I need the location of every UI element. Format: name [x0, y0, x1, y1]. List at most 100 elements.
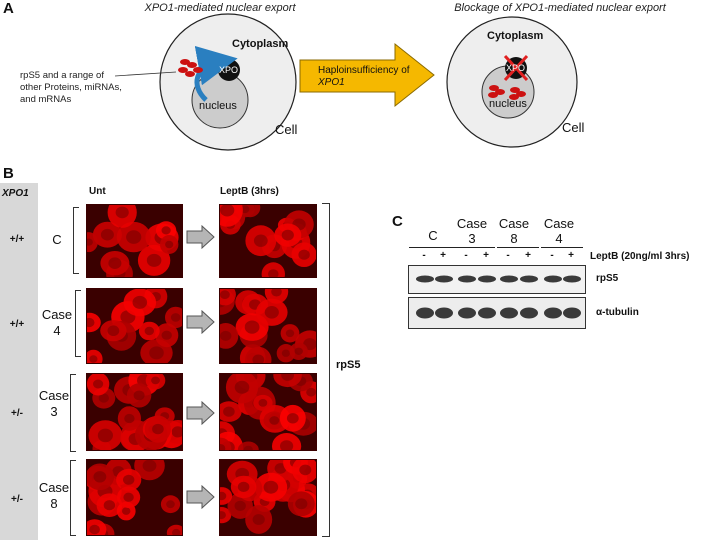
export-arrow — [194, 45, 238, 102]
blot-band — [458, 307, 476, 319]
panel-b-sidebar — [0, 183, 38, 540]
panel-a-left-title: XPO1-mediated nuclear export — [144, 2, 296, 14]
blot-band — [435, 307, 453, 319]
micrograph-r1-treated — [219, 204, 317, 278]
blot-band — [478, 307, 496, 319]
sign-8: + — [568, 250, 574, 261]
cells-svg — [220, 460, 316, 535]
row-1-bracket — [73, 207, 79, 274]
panel-c-letter: C — [392, 213, 403, 230]
group-line-case3 — [453, 247, 495, 248]
cells-svg — [220, 374, 316, 450]
blot-band — [500, 275, 518, 283]
row-1-sample: C — [52, 232, 62, 247]
group-line-case4 — [541, 247, 583, 248]
right-cytoplasm-label: Cytoplasm — [487, 30, 544, 42]
right-nucleus-label: nucleus — [489, 98, 527, 110]
row-4-bracket — [70, 460, 76, 536]
right-cell-label: Cell — [562, 120, 585, 135]
row-3-arrow — [186, 401, 215, 425]
blot-band — [520, 307, 538, 319]
micrograph-r3-treated — [219, 373, 317, 451]
blot-band — [478, 275, 496, 283]
blot-band — [563, 275, 581, 283]
blot-band — [458, 275, 476, 283]
blot-band — [416, 275, 434, 283]
sign-4: + — [483, 250, 489, 261]
left-cytoplasm-label: Cytoplasm — [232, 38, 289, 50]
cells-svg — [220, 205, 316, 277]
group-label-case4: Case 4 — [543, 216, 575, 246]
sign-6: + — [525, 250, 531, 261]
panel-a-right-title: Blockage of XPO1-mediated nuclear export — [454, 2, 666, 14]
blot-rps5 — [408, 265, 586, 294]
group-label-case3: Case 3 — [456, 216, 488, 246]
row-2-sample: Case 4 — [41, 307, 73, 338]
micrograph-r2-treated — [219, 288, 317, 364]
group-line-c — [409, 247, 453, 248]
rps5-bracket — [322, 203, 330, 537]
blot-tubulin-label: α-tubulin — [596, 307, 639, 318]
panel-b-letter: B — [3, 165, 14, 182]
block-x-line-2 — [503, 54, 529, 82]
row-2-arrow — [186, 310, 215, 334]
cargo-label-line-2: other Proteins, miRNAs, — [20, 82, 122, 93]
cells-svg — [87, 460, 182, 535]
gene-header: XPO1 — [2, 188, 29, 199]
row-4-genotype: +/- — [11, 494, 23, 505]
sign-1: - — [422, 250, 426, 261]
micrograph-r4-treated — [219, 459, 317, 536]
blot-band — [435, 275, 453, 283]
blot-band — [520, 275, 538, 283]
cells-svg — [87, 374, 182, 450]
row-1-arrow — [186, 225, 215, 249]
left-cell-label: Cell — [275, 122, 298, 137]
right-cargo-group — [488, 85, 526, 100]
blot-tubulin — [408, 297, 586, 329]
arrow-text-line-2: XPO1 — [318, 77, 345, 88]
blot-band — [500, 307, 518, 319]
row-4-sample: Case 8 — [38, 480, 70, 511]
row-4-arrow — [186, 485, 215, 509]
cargo-label: rpS5 and a range of other Proteins, miRN… — [20, 70, 140, 106]
micrograph-r4-untreated — [86, 459, 183, 536]
haploinsufficiency-arrow — [299, 42, 435, 108]
tubulin-bands-svg — [416, 307, 581, 319]
treatment-label: LeptB (20ng/ml 3hrs) — [590, 251, 690, 262]
cargo-label-line-3: and mRNAs — [20, 94, 72, 105]
group-line-case8 — [497, 247, 539, 248]
cargo-leader-line — [114, 71, 177, 77]
cells-svg — [87, 205, 182, 277]
blot-rps5-label: rpS5 — [596, 273, 619, 284]
col-untreated-header: Unt — [89, 186, 106, 197]
sign-7: - — [550, 250, 554, 261]
blot-band — [416, 307, 434, 319]
cells-svg — [87, 289, 182, 363]
group-label-c: C — [428, 228, 438, 243]
row-1-genotype: +/+ — [9, 234, 25, 245]
left-cargo-group — [178, 59, 203, 77]
sign-3: - — [464, 250, 468, 261]
arrow-text: Haploinsufficiency of XPO1 — [318, 65, 410, 89]
row-3-bracket — [70, 374, 76, 452]
panel-a-letter: A — [3, 0, 14, 17]
panel-a-schematic — [114, 13, 578, 151]
sign-2: + — [440, 250, 446, 261]
col-treated-header: LeptB (3hrs) — [220, 186, 279, 197]
micrograph-r2-untreated — [86, 288, 183, 364]
left-xpo-label: XPO — [219, 65, 239, 75]
group-label-case8: Case 8 — [498, 216, 530, 246]
sign-5: - — [506, 250, 510, 261]
blot-band — [544, 275, 562, 283]
cells-svg — [220, 289, 316, 363]
left-nucleus-label: nucleus — [199, 100, 237, 112]
blot-band — [563, 307, 581, 319]
row-2-bracket — [75, 290, 81, 357]
cargo-label-line-1: rpS5 and a range of — [20, 70, 104, 81]
micrograph-r1-untreated — [86, 204, 183, 278]
rps5-stain-label: rpS5 — [336, 359, 361, 371]
blot-band — [544, 307, 562, 319]
micrograph-r3-untreated — [86, 373, 183, 451]
rps5-bands-svg — [416, 275, 581, 283]
right-xpo-label: XPO — [506, 63, 526, 73]
